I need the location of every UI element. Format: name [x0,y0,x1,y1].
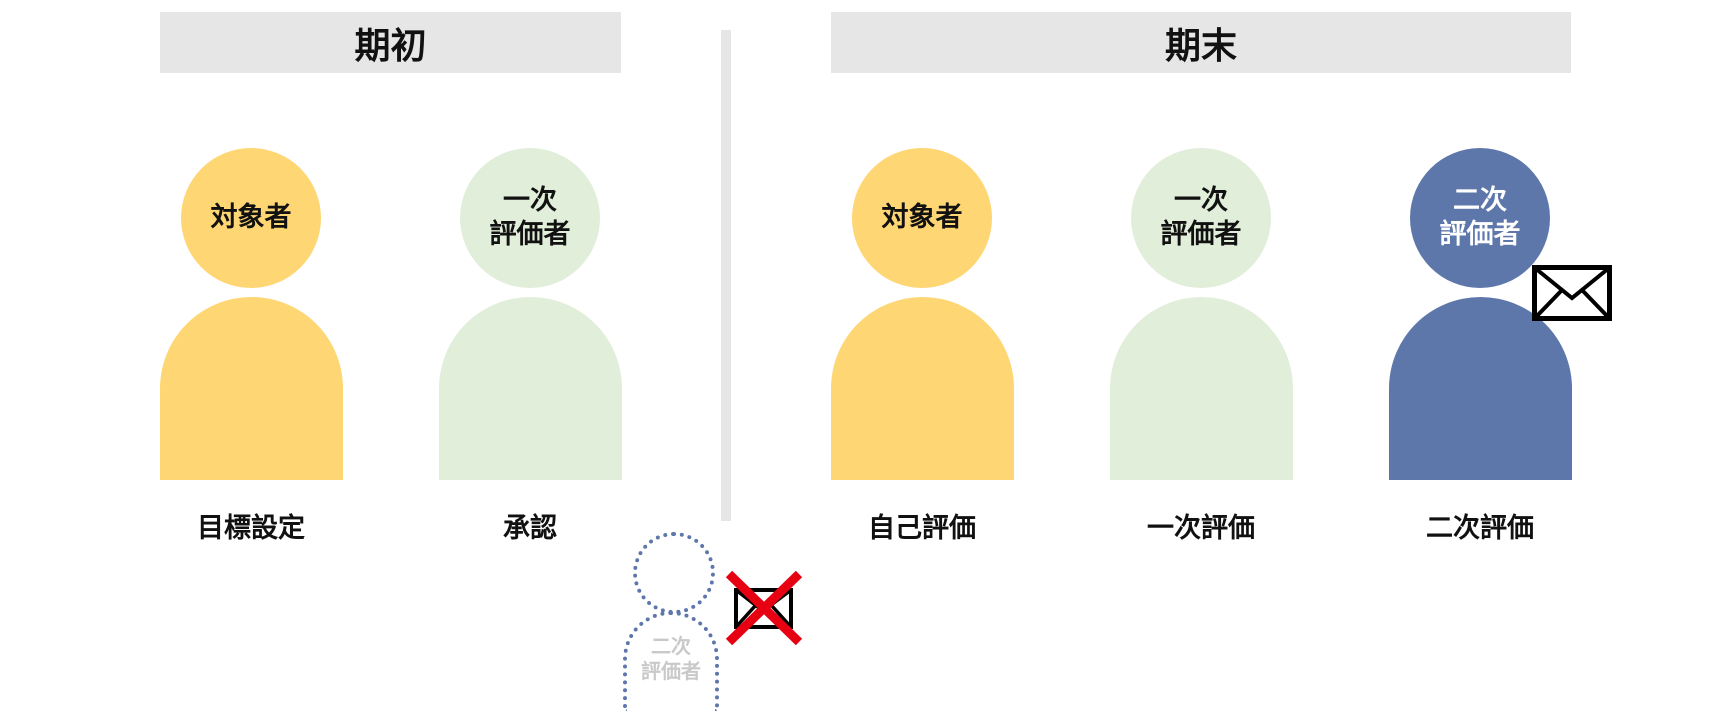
person-role-label: 一次 評価者 [489,185,571,250]
person-role-label: 対象者 [881,202,963,234]
step-caption: 二次評価 [1426,513,1534,544]
phase-label: 期初 [354,25,427,67]
absent-evaluator-head [633,532,715,614]
person-body [831,297,1014,480]
person-head: 二次 評価者 [1410,148,1550,288]
person-body [1110,297,1293,480]
person-target-start: 対象者 [160,148,343,480]
phase-label: 期末 [1164,25,1237,67]
person-first-evaluator-end: 一次 評価者 [1110,148,1293,480]
envelope-icon [1532,265,1612,321]
person-role-label: 対象者 [210,202,292,234]
person-body [160,297,343,480]
absent-evaluator-label: 二次 評価者 [641,634,701,683]
person-second-evaluator-end: 二次 評価者 [1389,148,1572,480]
person-first-evaluator-start: 一次 評価者 [439,148,622,480]
person-body [1389,297,1572,480]
person-role-label: 一次 評価者 [1160,185,1242,250]
step-caption: 自己評価 [868,513,976,544]
person-target-end: 対象者 [831,148,1014,480]
step-caption: 承認 [503,513,557,544]
absent-evaluator-body [623,611,719,711]
phase-header-start: 期初 [160,12,621,73]
person-body [439,297,622,480]
person-head: 一次 評価者 [460,148,600,288]
person-head: 対象者 [181,148,321,288]
step-caption: 一次評価 [1147,513,1255,544]
person-role-label: 二次 評価者 [1439,185,1521,250]
envelope-crossed-icon [725,570,803,646]
phase-divider [721,30,731,521]
person-head: 対象者 [852,148,992,288]
phase-header-end: 期末 [831,12,1571,73]
step-caption: 目標設定 [197,513,305,544]
cross-mark [725,570,803,646]
person-head: 一次 評価者 [1131,148,1271,288]
